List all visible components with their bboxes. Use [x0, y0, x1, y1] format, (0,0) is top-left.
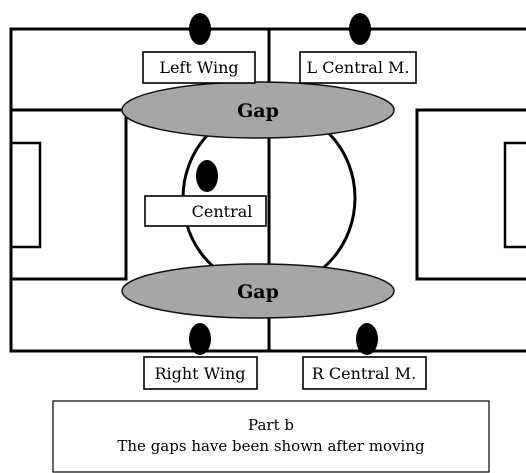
label-l-central-mid-text: L Central M.: [306, 58, 409, 77]
label-left-wing-text: Left Wing: [159, 58, 238, 77]
gap-top-label: Gap: [237, 100, 279, 122]
caption-line-2: The gaps have been shown after moving: [117, 437, 425, 455]
player-central-dot: [196, 160, 218, 192]
caption: Part b The gaps have been shown after mo…: [52, 400, 490, 473]
label-l-central-mid-box: [299, 51, 417, 84]
left-goal-area: [11, 141, 42, 249]
player-r-central-mid-dot: [356, 323, 378, 355]
label-right-wing-text: Right Wing: [154, 364, 245, 383]
right-goal-area: [503, 141, 526, 249]
right-penalty-area: [415, 108, 526, 281]
caption-line-1: Part b: [248, 416, 294, 434]
gap-bottom: Gap: [121, 263, 395, 319]
label-right-wing-box: [143, 356, 258, 390]
label-r-central-mid-text: R Central M.: [312, 364, 416, 383]
gap-top-ellipse: [121, 81, 395, 139]
label-l-central-mid: L Central M.: [299, 51, 417, 84]
gap-bottom-ellipse: [121, 263, 395, 319]
label-central-box: [144, 195, 267, 227]
gap-top: Gap: [121, 81, 395, 139]
label-right-wing: Right Wing: [143, 356, 258, 390]
caption-box: [52, 400, 490, 473]
label-central-text: Central: [192, 202, 253, 221]
player-left-wing-dot: [189, 13, 211, 45]
label-left-wing: Left Wing: [142, 51, 256, 84]
label-r-central-mid-box: [302, 356, 427, 390]
label-central: Central: [144, 195, 267, 227]
left-penalty-area: [11, 108, 128, 281]
gap-bottom-label: Gap: [237, 281, 279, 303]
player-l-central-mid-dot: [349, 13, 371, 45]
player-right-wing-dot: [189, 323, 211, 355]
label-left-wing-box: [142, 51, 256, 84]
label-r-central-mid: R Central M.: [302, 356, 427, 390]
